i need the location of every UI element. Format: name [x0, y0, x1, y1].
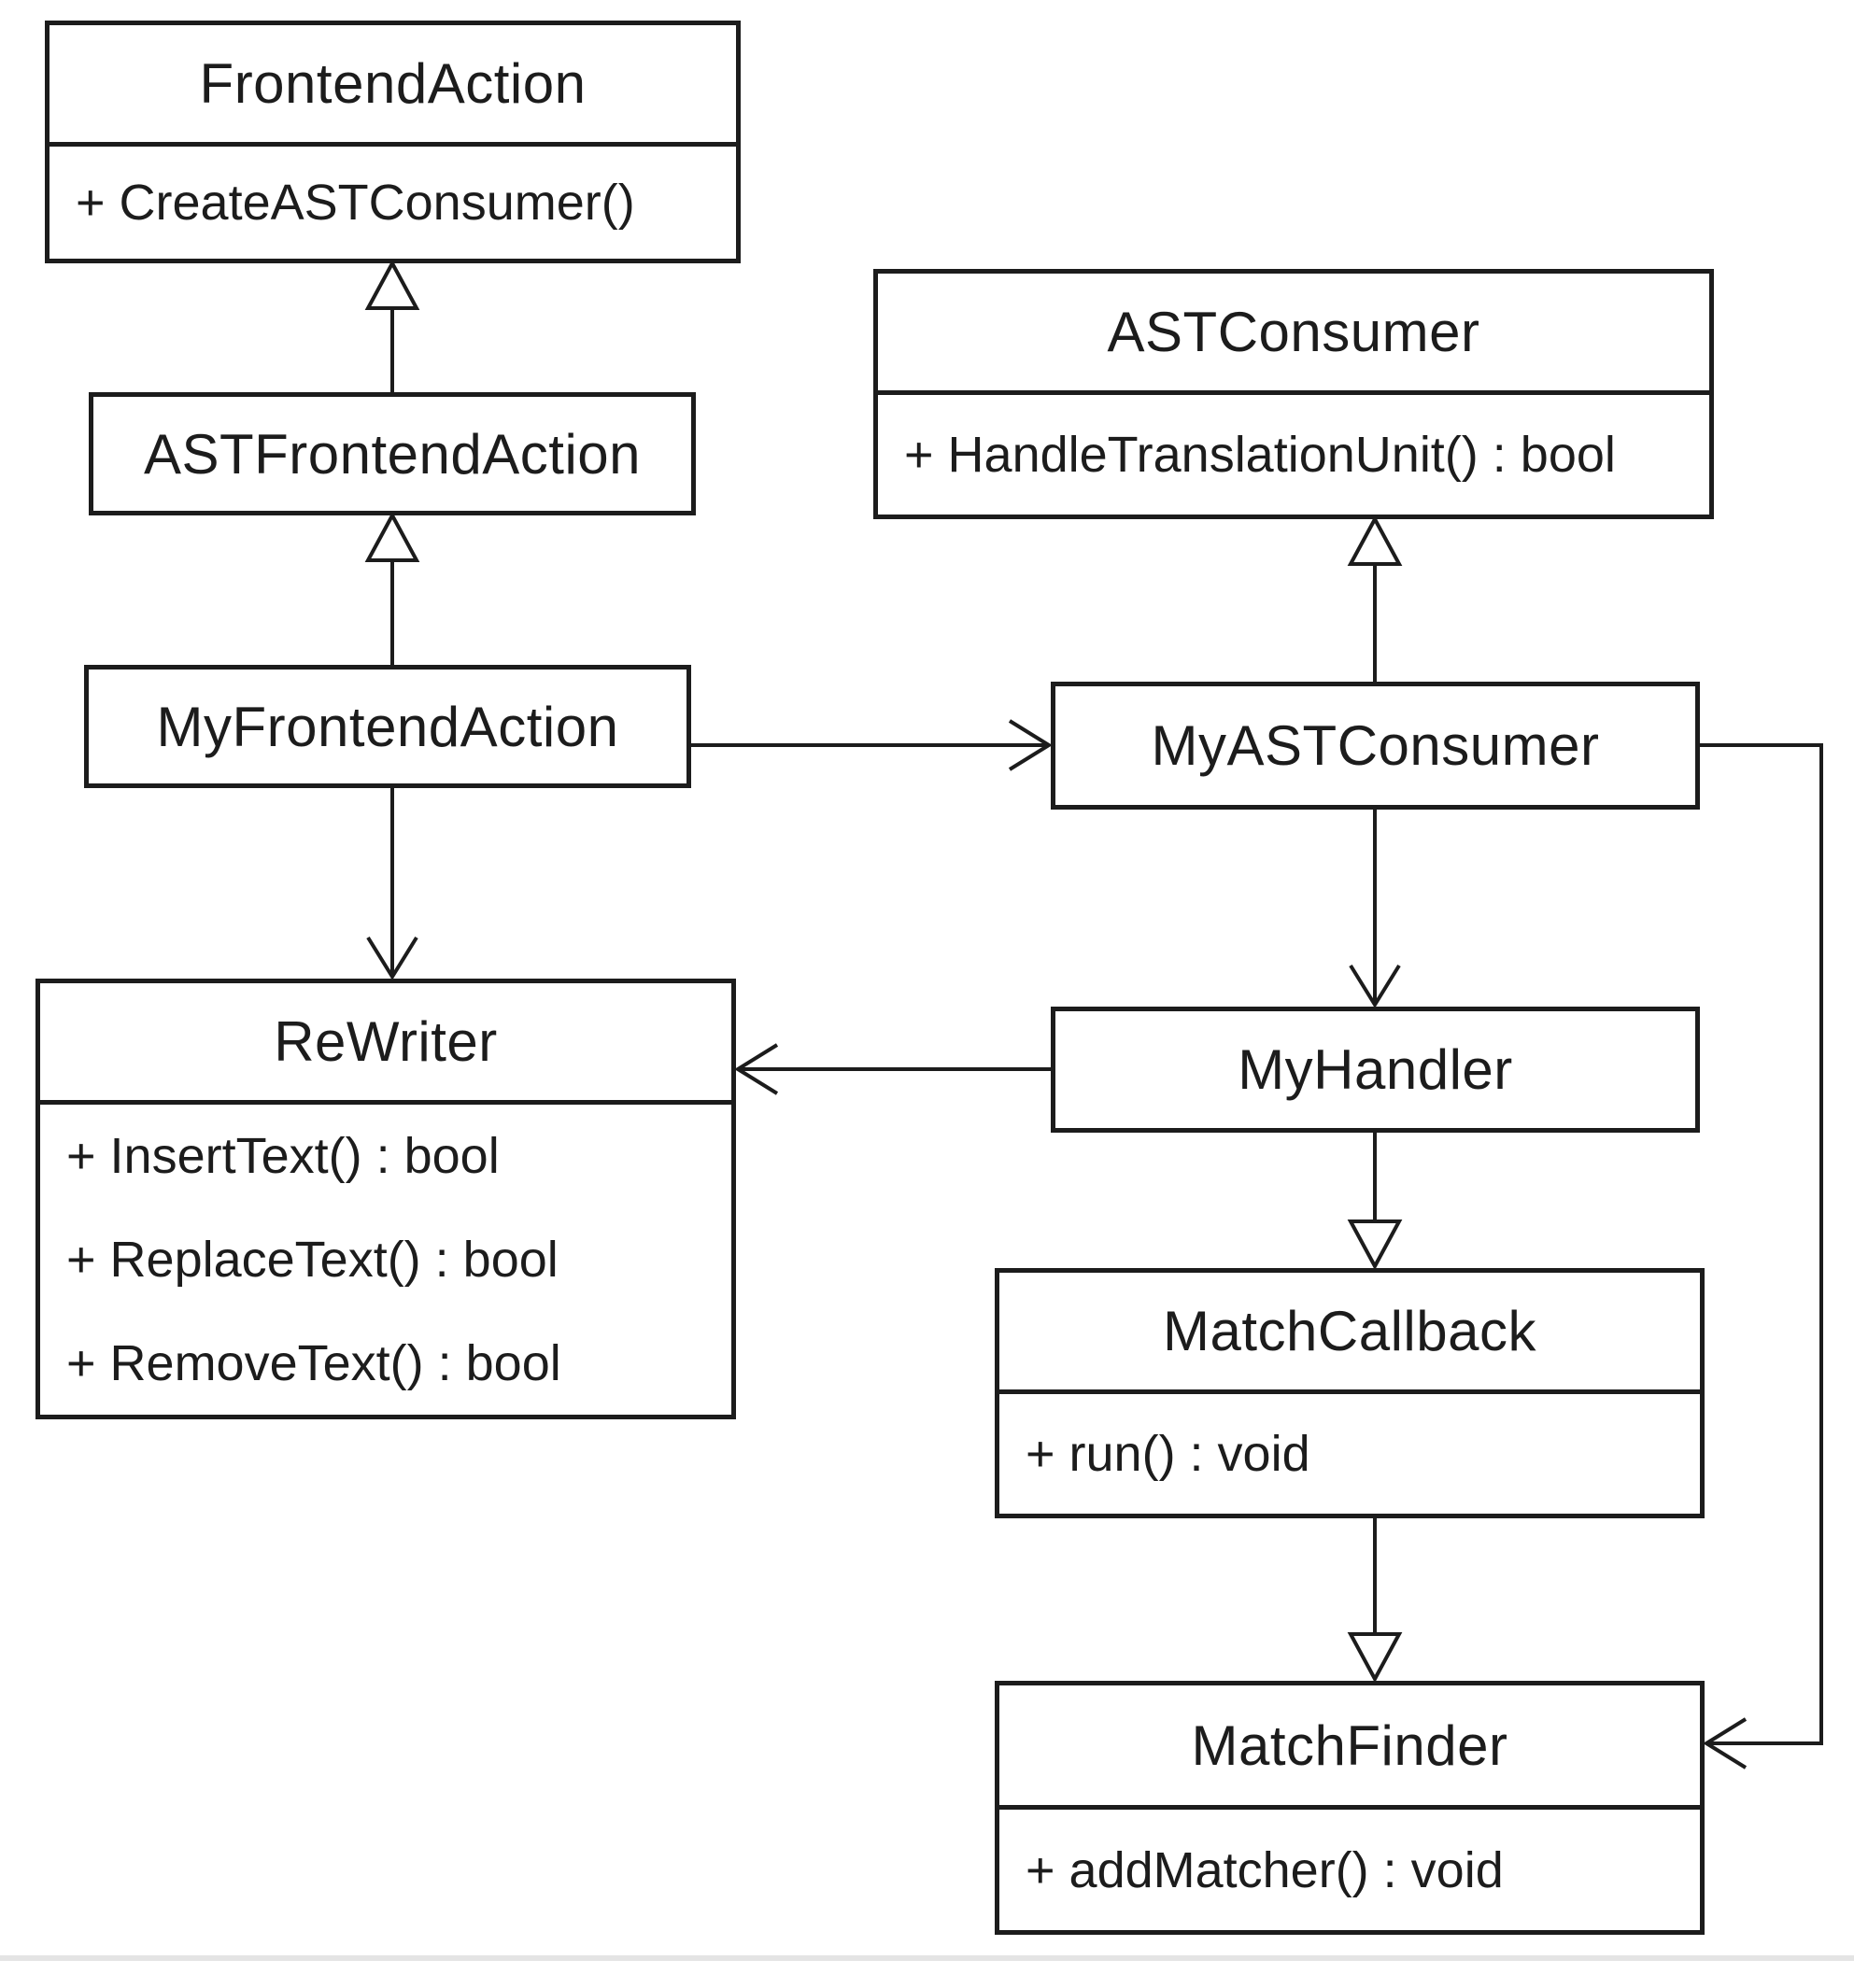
generalization-astfrontendaction-to-frontendaction [364, 259, 420, 392]
class-methods: + addMatcher() : void [999, 1810, 1700, 1930]
open-arrowhead-down-icon [366, 936, 418, 980]
open-arrowhead-down-icon [1349, 964, 1401, 1008]
hollow-triangle-down-icon [1347, 1632, 1403, 1684]
method-label: + RemoveText() : bool [66, 1334, 561, 1391]
association-myastconsumer-to-matchfinder [1700, 743, 1823, 1769]
class-title: ASTFrontendAction [143, 422, 642, 486]
class-title: FrontendAction [50, 25, 736, 147]
hollow-triangle-up-icon [1347, 515, 1403, 566]
class-box-frontendaction: FrontendAction + CreateASTConsumer() [45, 21, 741, 263]
generalization-myfrontendaction-to-astfrontendaction [364, 511, 420, 665]
association-myfrontendaction-to-myastconsumer [691, 719, 1053, 771]
class-box-matchfinder: MatchFinder + addMatcher() : void [995, 1681, 1705, 1935]
class-box-astconsumer: ASTConsumer + HandleTranslationUnit() : … [873, 269, 1714, 519]
class-methods: + InsertText() : bool + ReplaceText() : … [40, 1105, 731, 1415]
class-methods: + run() : void [999, 1394, 1700, 1514]
class-box-myfrontendaction: MyFrontendAction [84, 665, 691, 788]
class-title: MatchFinder [999, 1685, 1700, 1810]
class-box-astfrontendaction: ASTFrontendAction [89, 392, 696, 515]
class-title: MyFrontendAction [156, 695, 619, 758]
page-edge-line [0, 1955, 1854, 1961]
hollow-triangle-up-icon [364, 259, 420, 310]
open-arrowhead-left-icon [734, 1043, 779, 1095]
generalization-myhandler-to-matchcallback [1347, 1133, 1403, 1271]
method-label: + CreateASTConsumer() [76, 175, 635, 231]
class-title: MyASTConsumer [1151, 714, 1600, 777]
method-label: + ReplaceText() : bool [66, 1231, 559, 1288]
hollow-triangle-down-icon [1347, 1220, 1403, 1271]
open-arrowhead-left-icon [1703, 1717, 1748, 1769]
method-label: + addMatcher() : void [1026, 1841, 1504, 1898]
class-title: MyHandler [1238, 1038, 1513, 1101]
class-title: ReWriter [40, 983, 731, 1105]
generalization-myastconsumer-to-astconsumer [1347, 515, 1403, 682]
method-label: + HandleTranslationUnit() : bool [904, 427, 1616, 483]
class-box-myhandler: MyHandler [1051, 1007, 1700, 1133]
class-box-matchcallback: MatchCallback + run() : void [995, 1268, 1705, 1518]
association-myhandler-to-rewriter [734, 1043, 1051, 1095]
class-methods: + HandleTranslationUnit() : bool [878, 395, 1709, 515]
class-box-rewriter: ReWriter + InsertText() : bool + Replace… [35, 979, 736, 1419]
association-myastconsumer-to-myhandler [1349, 810, 1401, 1008]
generalization-matchcallback-to-matchfinder [1347, 1518, 1403, 1684]
association-myfrontendaction-to-rewriter [366, 788, 418, 980]
class-box-myastconsumer: MyASTConsumer [1051, 682, 1700, 810]
hollow-triangle-up-icon [364, 511, 420, 562]
open-arrowhead-right-icon [1008, 719, 1053, 771]
method-label: + InsertText() : bool [66, 1128, 500, 1185]
class-title: MatchCallback [999, 1273, 1700, 1394]
class-methods: + CreateASTConsumer() [50, 147, 736, 259]
method-label: + run() : void [1026, 1426, 1310, 1482]
class-title: ASTConsumer [878, 274, 1709, 395]
